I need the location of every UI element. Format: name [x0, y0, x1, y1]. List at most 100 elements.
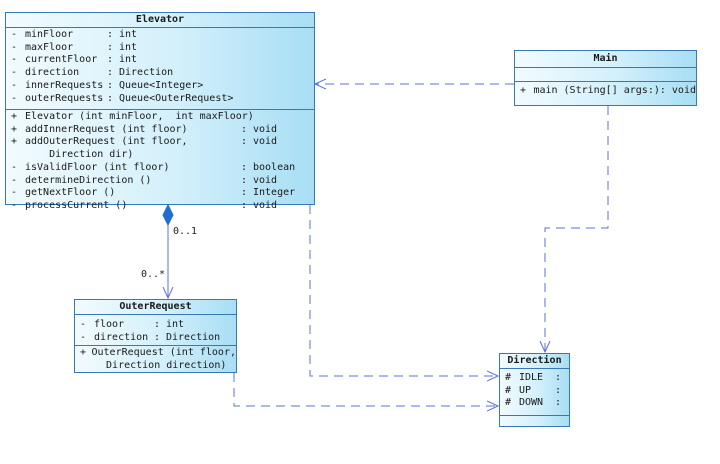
composition-diamond: [162, 203, 174, 227]
attribute-name: maxFloor: [25, 41, 74, 53]
attribute-row: -currentFloor: int: [11, 54, 314, 67]
visibility: +: [11, 111, 18, 122]
colon: :: [154, 319, 161, 330]
colon: :: [107, 92, 114, 104]
attributes-section: -floor: int -direction:Direction: [75, 315, 236, 346]
attribute-name: floor: [94, 319, 125, 330]
return-type: void: [253, 174, 278, 186]
class-outer-request[interactable]: OuterRequest -floor: int -direction:Direct…: [74, 299, 237, 373]
operations-section: + main (String[] args:): void: [515, 82, 696, 99]
operation-row: Direction direction): [80, 360, 236, 373]
visibility: -: [11, 67, 18, 79]
visibility: -: [80, 331, 87, 343]
attribute-type: int: [119, 41, 138, 53]
colon: :: [241, 136, 248, 148]
visibility: -: [11, 199, 18, 211]
visibility: [80, 360, 94, 373]
colon: :: [241, 161, 248, 173]
operations-section: + OuterRequest (int floor, Direction dire…: [75, 346, 236, 373]
operation-row: -getNextFloor (): Integer: [11, 187, 314, 200]
attributes-section: -minFloor:int-maxFloor:int-currentFloor:…: [6, 28, 314, 110]
attribute-type: int: [119, 29, 138, 40]
attribute-name: currentFloor: [25, 54, 98, 66]
operation-name: addOuterRequest (int floor,: [25, 136, 188, 148]
operation-name: OuterRequest (int floor,: [91, 347, 237, 358]
return-type: void: [253, 199, 278, 211]
colon: :: [107, 79, 114, 91]
class-name: OuterRequest: [75, 300, 236, 315]
operation-name: isValidFloor (int floor): [25, 161, 170, 173]
visibility: -: [11, 187, 18, 199]
literal-suffix: :: [555, 372, 562, 383]
literal-suffix: :: [555, 384, 562, 396]
visibility: #: [505, 384, 512, 396]
visibility: [11, 149, 25, 162]
visibility: #: [505, 397, 512, 409]
visibility: -: [11, 54, 18, 66]
dependency-elevator-direction: [309, 205, 498, 376]
operations-section: [500, 416, 569, 431]
literals-section: #IDLE:#UP:#DOWN:: [500, 369, 569, 416]
operation-row: + OuterRequest (int floor,: [80, 347, 236, 360]
class-name: Main: [515, 51, 696, 68]
literal-row: # IDLE:: [505, 372, 569, 385]
operation-row: -determineDirection ():void: [11, 175, 314, 188]
return-type: Integer: [253, 187, 296, 199]
visibility: -: [11, 174, 18, 186]
literal-row: # UP:: [505, 385, 569, 398]
colon: :: [107, 41, 114, 53]
operation-name: addInnerRequest (int floor): [25, 123, 188, 135]
attribute-type: int: [166, 319, 185, 330]
operation-name: getNextFloor (): [25, 187, 116, 199]
attribute-row: -outerRequests: Queue<OuterRequest>: [11, 93, 314, 106]
attribute-row: -innerRequests:Queue<Integer>: [11, 80, 314, 93]
colon: :: [241, 174, 248, 186]
class-direction[interactable]: Direction #IDLE:#UP:#DOWN:: [499, 353, 570, 427]
operation-row: + addOuterRequest (int floor,: void: [11, 136, 314, 149]
literal-name: IDLE: [519, 372, 544, 383]
return-type: void: [253, 136, 278, 148]
operation-row: +addInnerRequest (int floor):void: [11, 124, 314, 137]
attribute-row: -direction:Direction: [80, 332, 236, 345]
operation-row: Direction dir): [11, 149, 314, 162]
class-name: Elevator: [6, 13, 314, 28]
visibility: -: [11, 79, 18, 91]
visibility: -: [11, 92, 18, 104]
attribute-name: outerRequests: [25, 92, 104, 104]
attribute-type: Direction: [119, 67, 174, 79]
multiplicity-source: 0..1: [173, 226, 197, 237]
class-elevator[interactable]: Elevator -minFloor:int-maxFloor:int-curr…: [5, 12, 315, 211]
visibility: +: [80, 347, 87, 358]
visibility: +: [520, 85, 527, 96]
return-type: boolean: [253, 161, 296, 173]
visibility: -: [11, 161, 18, 173]
colon: :: [107, 67, 114, 79]
class-name: Direction: [500, 354, 569, 369]
attribute-row: -minFloor: int: [11, 29, 314, 42]
literal-name: UP: [519, 384, 532, 396]
operation-row: -isValidFloor (int floor): boolean: [11, 162, 314, 175]
literal-name: DOWN: [519, 397, 544, 409]
attribute-type: Queue<OuterRequest>: [119, 92, 234, 104]
visibility: #: [505, 372, 512, 383]
colon: :: [107, 29, 114, 40]
attribute-row: -floor:int: [80, 319, 236, 332]
colon: :: [107, 54, 114, 66]
operation-name: processCurrent (): [25, 199, 128, 211]
return-type: void: [253, 123, 278, 135]
visibility: -: [11, 29, 18, 40]
colon: :: [241, 199, 248, 211]
attribute-type: int: [119, 54, 138, 66]
operation-name: Direction dir): [25, 149, 134, 161]
attribute-type: Direction: [166, 331, 221, 343]
operation-signature: main (String[] args:): void: [533, 85, 696, 96]
operation-row: + main (String[] args:): void: [520, 85, 696, 98]
visibility: +: [11, 136, 18, 148]
dependency-outerrequest-direction: [233, 373, 498, 406]
operation-row: -processCurrent (): void: [11, 200, 314, 213]
attribute-name: minFloor: [25, 29, 74, 40]
attribute-type: Queue<Integer>: [119, 79, 204, 91]
class-main[interactable]: Main + main (String[] args:): void: [514, 50, 697, 106]
colon: :: [241, 187, 248, 199]
